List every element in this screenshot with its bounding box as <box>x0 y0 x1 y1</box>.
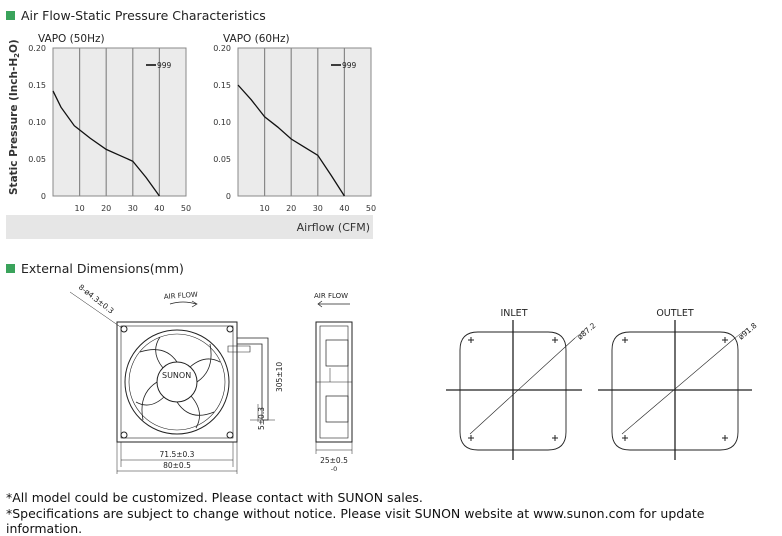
y-tick-label: 0.05 <box>213 155 231 164</box>
outlet-label: OUTLET <box>656 308 694 319</box>
y-tick-label: 0.05 <box>28 155 46 164</box>
brand-label: SUNON <box>162 371 191 380</box>
footer-note-2: *Specifications are subject to change wi… <box>6 506 705 536</box>
holes-label: 8-ø4.3±0.3 <box>77 282 116 315</box>
x-tick-label: 30 <box>313 204 323 213</box>
front-view <box>69 291 275 474</box>
chart-50hz: 0 0.05 0.10 0.15 0.20 10 20 30 40 50 VAPO (50Hz) 99… <box>28 33 191 213</box>
y-tick-label: 0.20 <box>28 44 46 53</box>
x-tick-label: 20 <box>286 204 296 213</box>
dim-80: 80±0.5 <box>163 461 191 470</box>
dimensions-title-text: External Dimensions(mm) <box>21 261 184 276</box>
plot-frame <box>52 47 187 197</box>
airflow-title-text: Air Flow-Static Pressure Characteristics <box>21 8 266 23</box>
inlet-label: INLET <box>500 308 527 319</box>
fan-frame <box>116 321 238 443</box>
y-tick-label: 0.20 <box>213 44 231 53</box>
section-bullet-icon <box>6 11 15 20</box>
outlet-outline <box>611 331 739 451</box>
dim-25-tolerance: -0 <box>331 465 337 473</box>
y-tick-label: 0.15 <box>213 81 231 90</box>
footer-note-1: *All model could be customized. Please c… <box>6 490 423 505</box>
inlet-view <box>446 320 586 460</box>
airflow-section-title: Air Flow-Static Pressure Characteristics <box>6 8 266 23</box>
dim-71-5: 71.5±0.3 <box>160 450 195 459</box>
plot-area <box>238 48 371 196</box>
fan-circle <box>124 329 230 435</box>
x-tick-label: 50 <box>181 204 191 213</box>
charts-svg: Static Pressure (Inch-H2O) Airflow (CFM)… <box>6 33 376 239</box>
chart-title: VAPO (50Hz) <box>38 33 105 45</box>
fan-blades <box>135 336 221 429</box>
dim-305: 305±10 <box>275 362 284 392</box>
x-tick-label: 10 <box>260 204 270 213</box>
inlet-outline <box>459 331 567 451</box>
outlet-view <box>598 320 752 460</box>
x-axis-label: Airflow (CFM) <box>297 221 370 234</box>
y-axis-label: Static Pressure (Inch-H2O) <box>8 39 21 195</box>
x-tick-label: 40 <box>154 204 164 213</box>
dimension-drawing: AIR FLOW AIR FLOW 8-ø4.3±0.3 SUNON 71.5±… <box>69 282 759 474</box>
air-flow-label: AIR FLOW <box>164 291 199 301</box>
x-tick-label: 40 <box>339 204 349 213</box>
x-tick-label: 30 <box>128 204 138 213</box>
x-tick-label: 20 <box>101 204 111 213</box>
series-line-999 <box>237 84 345 197</box>
y-tick-label: 0.15 <box>28 81 46 90</box>
y-tick-label: 0 <box>226 192 231 201</box>
dim-5: 5±0.3 <box>257 407 266 430</box>
series-line-999 <box>52 90 160 197</box>
legend-label: 999 <box>157 61 172 70</box>
y-tick-label: 0.10 <box>28 118 46 127</box>
plot-area <box>53 48 186 196</box>
y-tick-label: 0.10 <box>213 118 231 127</box>
fan-frame-inner <box>120 325 234 439</box>
chart-60hz: 0 0.05 0.10 0.15 0.20 10 20 30 40 50 VAPO (60Hz) 99… <box>213 33 376 213</box>
outlet-diameter: ø91.8 <box>737 321 759 342</box>
chart-title: VAPO (60Hz) <box>223 33 290 45</box>
section-bullet-icon <box>6 264 15 273</box>
side-air-flow-label: AIR FLOW <box>314 292 348 300</box>
inlet-diameter: ø87.2 <box>576 321 598 342</box>
legend-label: 999 <box>342 61 357 70</box>
side-view <box>315 300 353 454</box>
dimensions-section-title: External Dimensions(mm) <box>6 261 184 276</box>
y-tick-label: 0 <box>41 192 46 201</box>
plot-frame <box>237 47 372 197</box>
dim-25: 25±0.5 <box>320 456 348 465</box>
xlabel-band <box>6 215 373 239</box>
x-tick-label: 10 <box>75 204 85 213</box>
x-tick-label: 50 <box>366 204 376 213</box>
